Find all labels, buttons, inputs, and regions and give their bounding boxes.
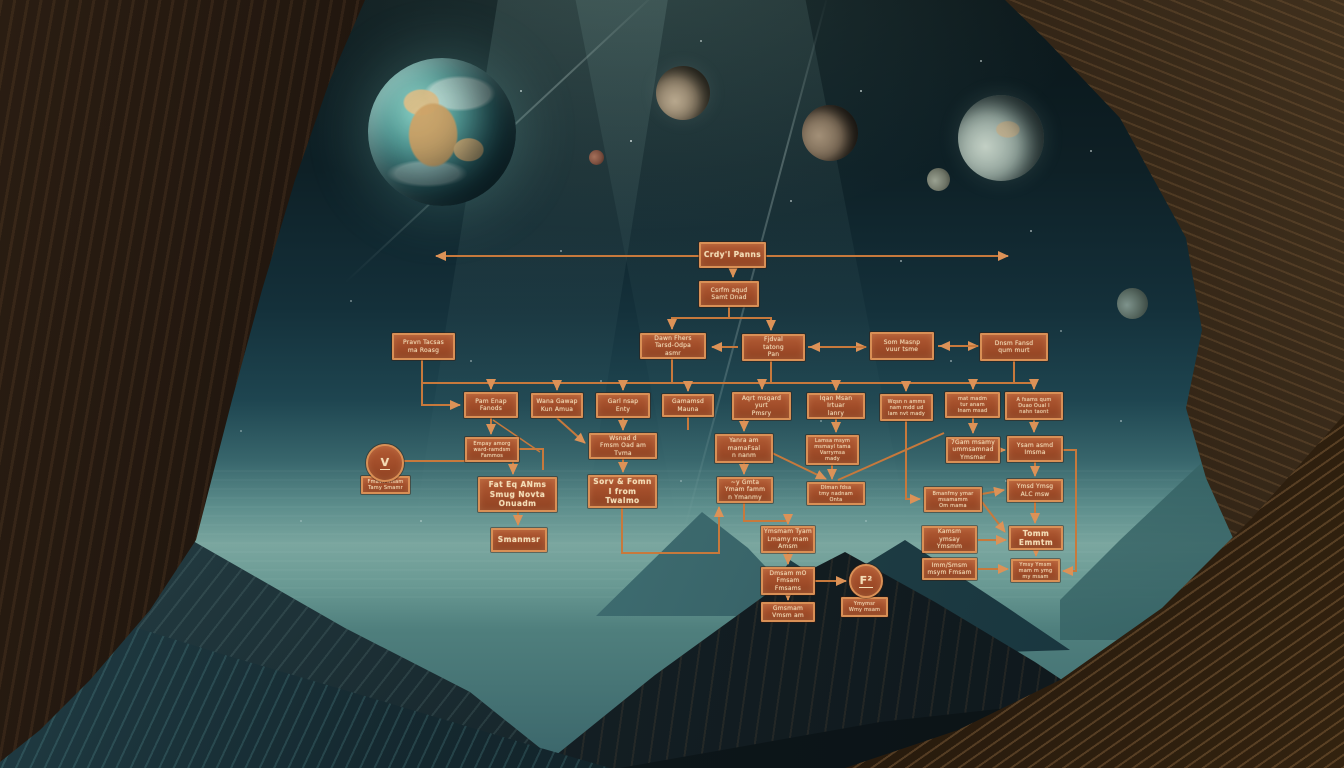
flowchart-node-l3: Ymymsr Wmy msam (841, 597, 888, 617)
flowchart-node-c: Garl nsap Enty (596, 393, 650, 418)
flowchart-node-ra: Aqrt msgard yurt Pmsry (732, 392, 791, 420)
f2-circle-icon: F² (849, 564, 883, 598)
flowchart-node-j4: Tomm Emmtm (1009, 526, 1063, 550)
distant-moon (1117, 288, 1148, 319)
flowchart-node-b: Wana Gawap Kun Amua (531, 393, 583, 418)
flowchart-node-j1: Smanmsr (491, 528, 547, 552)
flowchart-node-d: Gamamsd Mauna (662, 394, 714, 417)
flowchart-node-j3: Kamsm ymsay Ymsmm (922, 526, 977, 553)
flowchart-node-m1: Dawn Fhers Tarsd-Odpa asmr (640, 333, 706, 359)
flowchart-node-re: A fsams qum Duao Oual I nahn taont (1005, 392, 1063, 420)
flowchart-node-r2: Lamsa msym msmayl tama Varrymsa mady (806, 435, 859, 465)
flowchart-node-l2: Gmsmam Vmsm am (761, 602, 815, 622)
flowchart-node-e: Empay amorg ward-ramdsm Fammos (465, 437, 519, 462)
v-glyph: V (379, 455, 391, 471)
flowchart-node-l1: Pravn Tacsas ma Roasg (392, 333, 455, 360)
flowchart-node-i4: Ymsd Ymsg ALC msw (1007, 479, 1063, 502)
flowchart-node-k2: Dmsam mO Fmsam Fmsams (761, 567, 815, 595)
flowchart-node-r4: Ysam asmd Imsma (1007, 436, 1063, 462)
flowchart-node-f: Wsnad d Fmsm Oad am Tvma (589, 433, 657, 459)
flowchart-node-rd: mat madm tur anam Inam msad (945, 392, 1000, 418)
flowchart-node-m2: Fjdval tatong Pan (742, 334, 805, 361)
moon (656, 66, 710, 120)
moon (802, 105, 858, 161)
flowchart-node-m4: Dnsm Fansd qum murt (980, 333, 1048, 361)
planet-earth (368, 58, 516, 206)
flowchart-node-i1: ~y Gmta Ymam famm n Ymanmy (717, 477, 773, 503)
flowchart-node-k4: Ymsy Ymsm mam m ymg my msam (1011, 559, 1060, 582)
flowchart-node-g: Fat Eq ANms Smug Novta Onuadm (478, 477, 557, 512)
flowchart-node-m3: Som Masnp vuur tsme (870, 332, 934, 360)
flowchart-node-rb: Iqan Msan Irtuar lanry (807, 393, 865, 419)
flowchart-node-i2: Dlman fdsa tmy nadnam Onta (807, 482, 865, 505)
flowchart-node-i3: Bmanfmy ymar msamamm Om mama (924, 487, 982, 512)
small-moon (927, 168, 950, 191)
small-red-moon (589, 150, 604, 165)
large-grey-moon (958, 95, 1044, 181)
flowchart-node-t1: Crdy'l Panns (699, 242, 766, 268)
flowchart-node-k3: Imm/Smsm msym Fmsam (922, 558, 977, 580)
flowchart-node-j2: Ymsmam Tyam Lmamy mam Amsm (761, 526, 815, 553)
f2-glyph: F² (858, 573, 874, 589)
flowchart-node-a: Pam Enap Fanods (464, 392, 518, 418)
flowchart-node-t2: Csrfm aqud Samt Dnad (699, 281, 759, 307)
flowchart-node-r1: Yanra am mamaFsal n nanm (715, 434, 773, 463)
flowchart-node-rc: Wqsn n amms nam mdd ud lam nvt mady (880, 394, 933, 421)
flowchart-node-h: Sorv & Fomn I from Twalmo (588, 475, 657, 508)
v-circle-icon: V (366, 444, 404, 482)
flowchart-node-r3: 7Gam msamy ummsamnad Ymsmar (946, 437, 1000, 463)
